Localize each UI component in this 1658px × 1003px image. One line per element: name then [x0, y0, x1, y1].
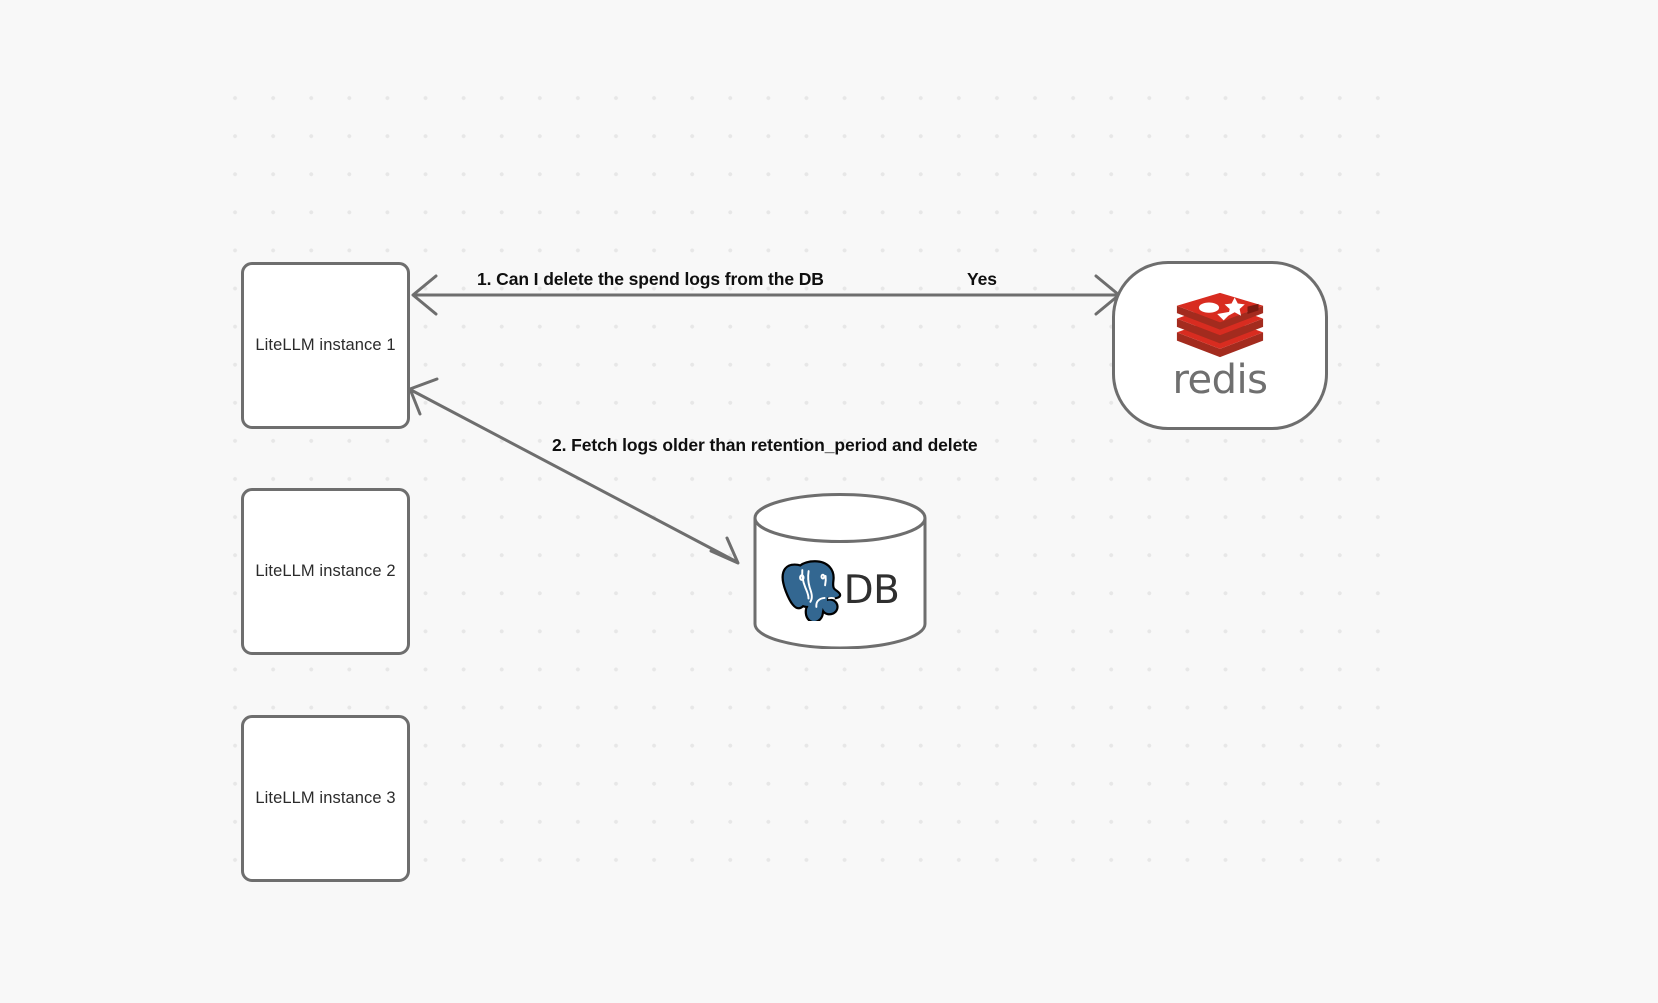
node-litellm-instance-2[interactable]: LiteLLM instance 2 [241, 488, 410, 655]
edge-1-arrowhead-left [411, 274, 438, 316]
postgresql-elephant-icon [781, 560, 841, 621]
node-litellm-instance-1[interactable]: LiteLLM instance 1 [241, 262, 410, 429]
database-cylinder-shape [753, 493, 927, 649]
redis-wordmark: redis [1172, 356, 1268, 403]
node-redis[interactable]: redis [1112, 261, 1328, 430]
node-database[interactable]: DB [753, 493, 927, 649]
node-litellm-instance-2-label: LiteLLM instance 2 [255, 562, 396, 580]
edge-1-answer-label: Yes [967, 269, 997, 289]
node-litellm-instance-1-label: LiteLLM instance 1 [255, 336, 396, 354]
edge-2-arrowhead-start [408, 377, 439, 416]
edge-litellm1-db[interactable] [408, 377, 740, 565]
edge-2-line [410, 388, 738, 564]
node-litellm-instance-3[interactable]: LiteLLM instance 3 [241, 715, 410, 882]
database-label: DB [843, 567, 900, 613]
edge-2-arrowhead-end [709, 536, 740, 565]
redis-logo-icon [1176, 292, 1264, 357]
edge-2-label: 2. Fetch logs older than retention_perio… [552, 435, 978, 455]
node-litellm-instance-3-label: LiteLLM instance 3 [255, 789, 396, 807]
edge-1-label: 1. Can I delete the spend logs from the … [477, 269, 824, 289]
